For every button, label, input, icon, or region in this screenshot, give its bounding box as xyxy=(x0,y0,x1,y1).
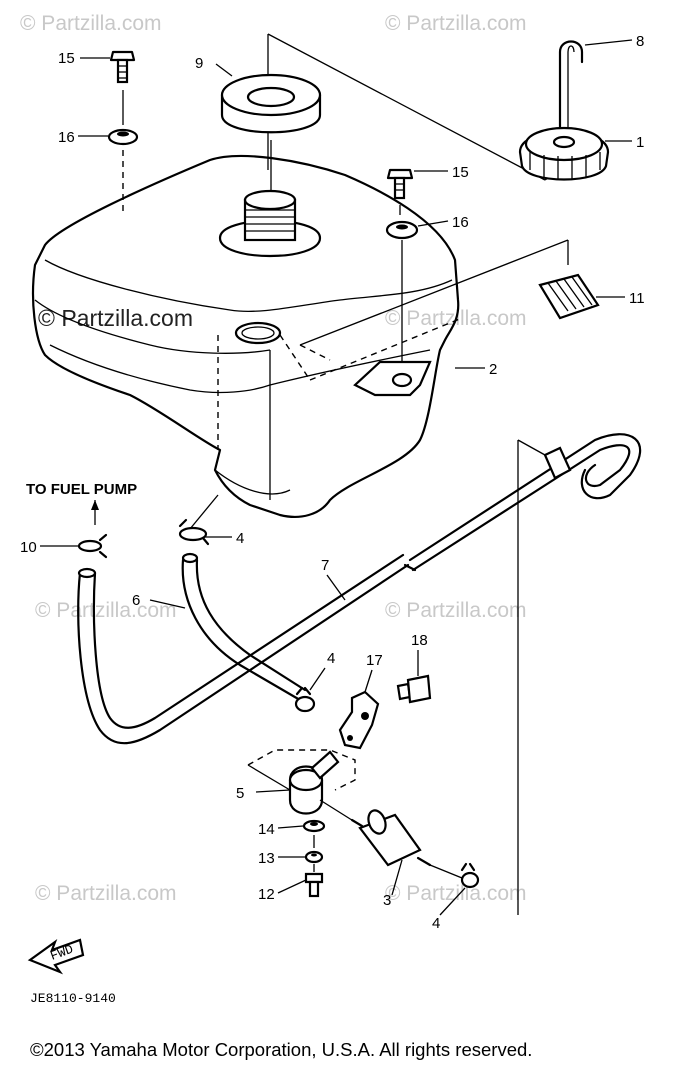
washer-16-left xyxy=(107,128,139,146)
part-number: 3 xyxy=(383,892,391,909)
part-number: 9 xyxy=(195,55,203,72)
part-number-labels: 15 16 9 8 1 15 16 11 2 10 4 6 7 4 17 18 … xyxy=(20,33,645,932)
bolt-18 xyxy=(396,674,432,704)
breather-hose-7 xyxy=(77,433,642,745)
washer-14 xyxy=(302,819,326,833)
watermark: © Partzilla.com xyxy=(385,882,527,905)
part-number: 4 xyxy=(327,650,335,667)
part-number: 13 xyxy=(258,850,275,867)
rubber-pad-11 xyxy=(538,273,600,320)
clip-10 xyxy=(77,533,108,559)
watermark: © Partzilla.com xyxy=(385,599,527,622)
bolt-15-right xyxy=(386,168,414,200)
forward-arrow-icon: FWD xyxy=(27,938,85,975)
part-number: 4 xyxy=(432,915,440,932)
part-number: 16 xyxy=(452,214,469,231)
part-number: 4 xyxy=(236,530,244,547)
part-number: 15 xyxy=(452,164,469,181)
seal-ring-9 xyxy=(220,73,322,134)
fuel-hose-6 xyxy=(181,552,307,702)
part-number: 10 xyxy=(20,539,37,556)
clip-4-middle xyxy=(294,686,316,713)
part-number: 12 xyxy=(258,886,275,903)
part-number: 6 xyxy=(132,592,140,609)
part-number: 14 xyxy=(258,821,275,838)
fuel-cap-1 xyxy=(518,126,610,181)
fuel-filter-3 xyxy=(350,809,432,867)
part-number: 18 xyxy=(411,632,428,649)
part-number: 15 xyxy=(58,50,75,67)
washer-13 xyxy=(304,850,324,864)
watermark-group: © Partzilla.com © Partzilla.com © Partzi… xyxy=(20,12,527,905)
part-number: 1 xyxy=(636,134,644,151)
part-number: 7 xyxy=(321,557,329,574)
clip-4-upper xyxy=(178,518,210,546)
copyright-notice: ©2013 Yamaha Motor Corporation, U.S.A. A… xyxy=(30,1039,532,1060)
part-number: 2 xyxy=(489,361,497,378)
clamp-5 xyxy=(288,750,340,815)
part-number: 8 xyxy=(636,33,644,50)
watermark-main: © Partzilla.com xyxy=(38,305,193,331)
cap-strap-8 xyxy=(558,40,584,130)
diagram-code: JE8110-9140 xyxy=(30,991,116,1006)
watermark: © Partzilla.com xyxy=(35,599,177,622)
part-number: 5 xyxy=(236,785,244,802)
washer-16-right xyxy=(385,220,419,240)
part-number: 17 xyxy=(366,652,383,669)
leader-lines xyxy=(40,39,633,916)
fuel-tank-2 xyxy=(31,154,460,518)
part-number: 11 xyxy=(629,290,645,307)
bracket-17 xyxy=(338,690,380,750)
watermark: © Partzilla.com xyxy=(20,12,162,35)
watermark: © Partzilla.com xyxy=(385,12,527,35)
bolt-15-left xyxy=(109,50,136,84)
clip-4-lower xyxy=(460,862,480,889)
screw-12 xyxy=(304,872,324,898)
to-fuel-pump-label: TO FUEL PUMP xyxy=(26,481,137,498)
part-number: 16 xyxy=(58,129,75,146)
watermark: © Partzilla.com xyxy=(35,882,177,905)
